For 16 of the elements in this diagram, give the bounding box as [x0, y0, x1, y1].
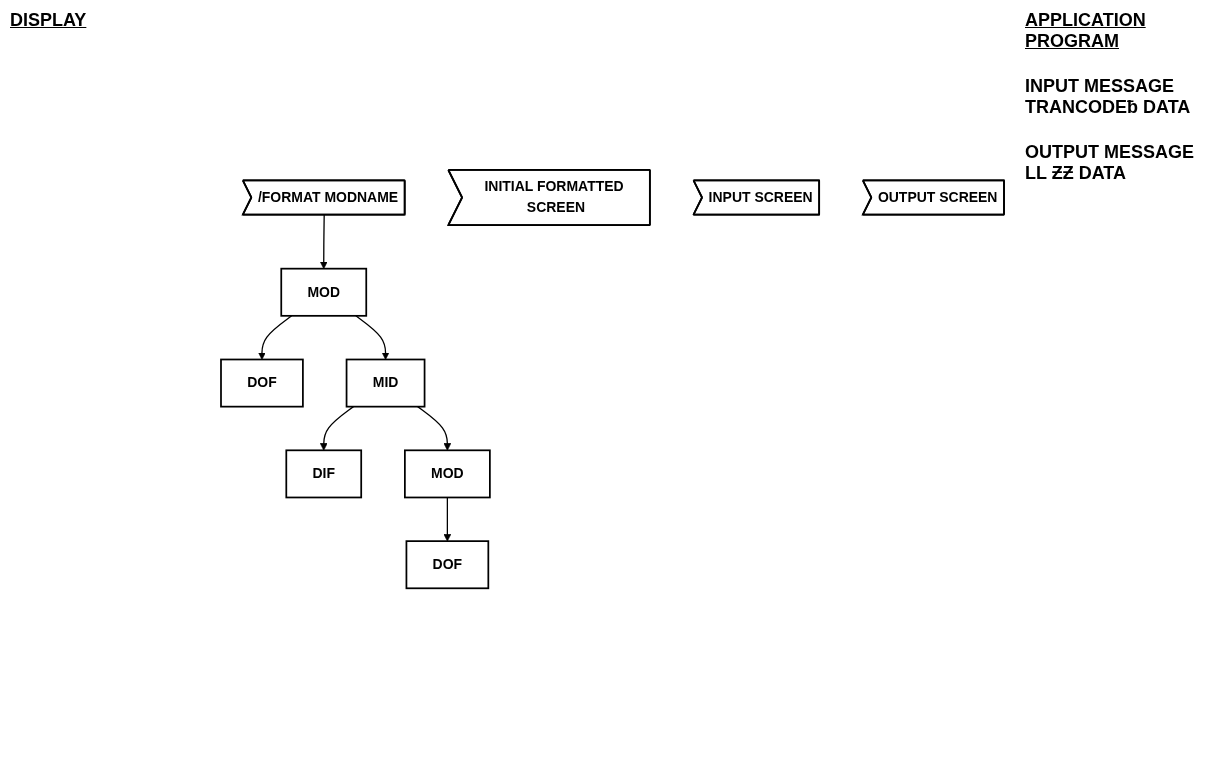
node-box: DIF	[285, 449, 363, 499]
arrow	[355, 315, 390, 361]
node-box: MOD	[404, 449, 491, 499]
arrow	[319, 214, 328, 270]
node-box: MOD	[280, 268, 368, 318]
arrow	[258, 315, 293, 361]
column-heading: APPLICATION PROGRAM	[1025, 10, 1147, 52]
arrow	[319, 406, 355, 451]
node-box: MID	[345, 358, 426, 408]
arrow	[443, 497, 452, 542]
message-note: INPUT MESSAGE TRANCODEƀ DATA	[1025, 76, 1192, 118]
message-note: OUTPUT MESSAGE LL ƵƵ DATA	[1025, 142, 1195, 184]
node-box: DOF	[220, 358, 304, 408]
node-box: DOF	[405, 540, 490, 590]
arrow	[417, 406, 452, 451]
column-heading: DISPLAY	[10, 10, 88, 31]
